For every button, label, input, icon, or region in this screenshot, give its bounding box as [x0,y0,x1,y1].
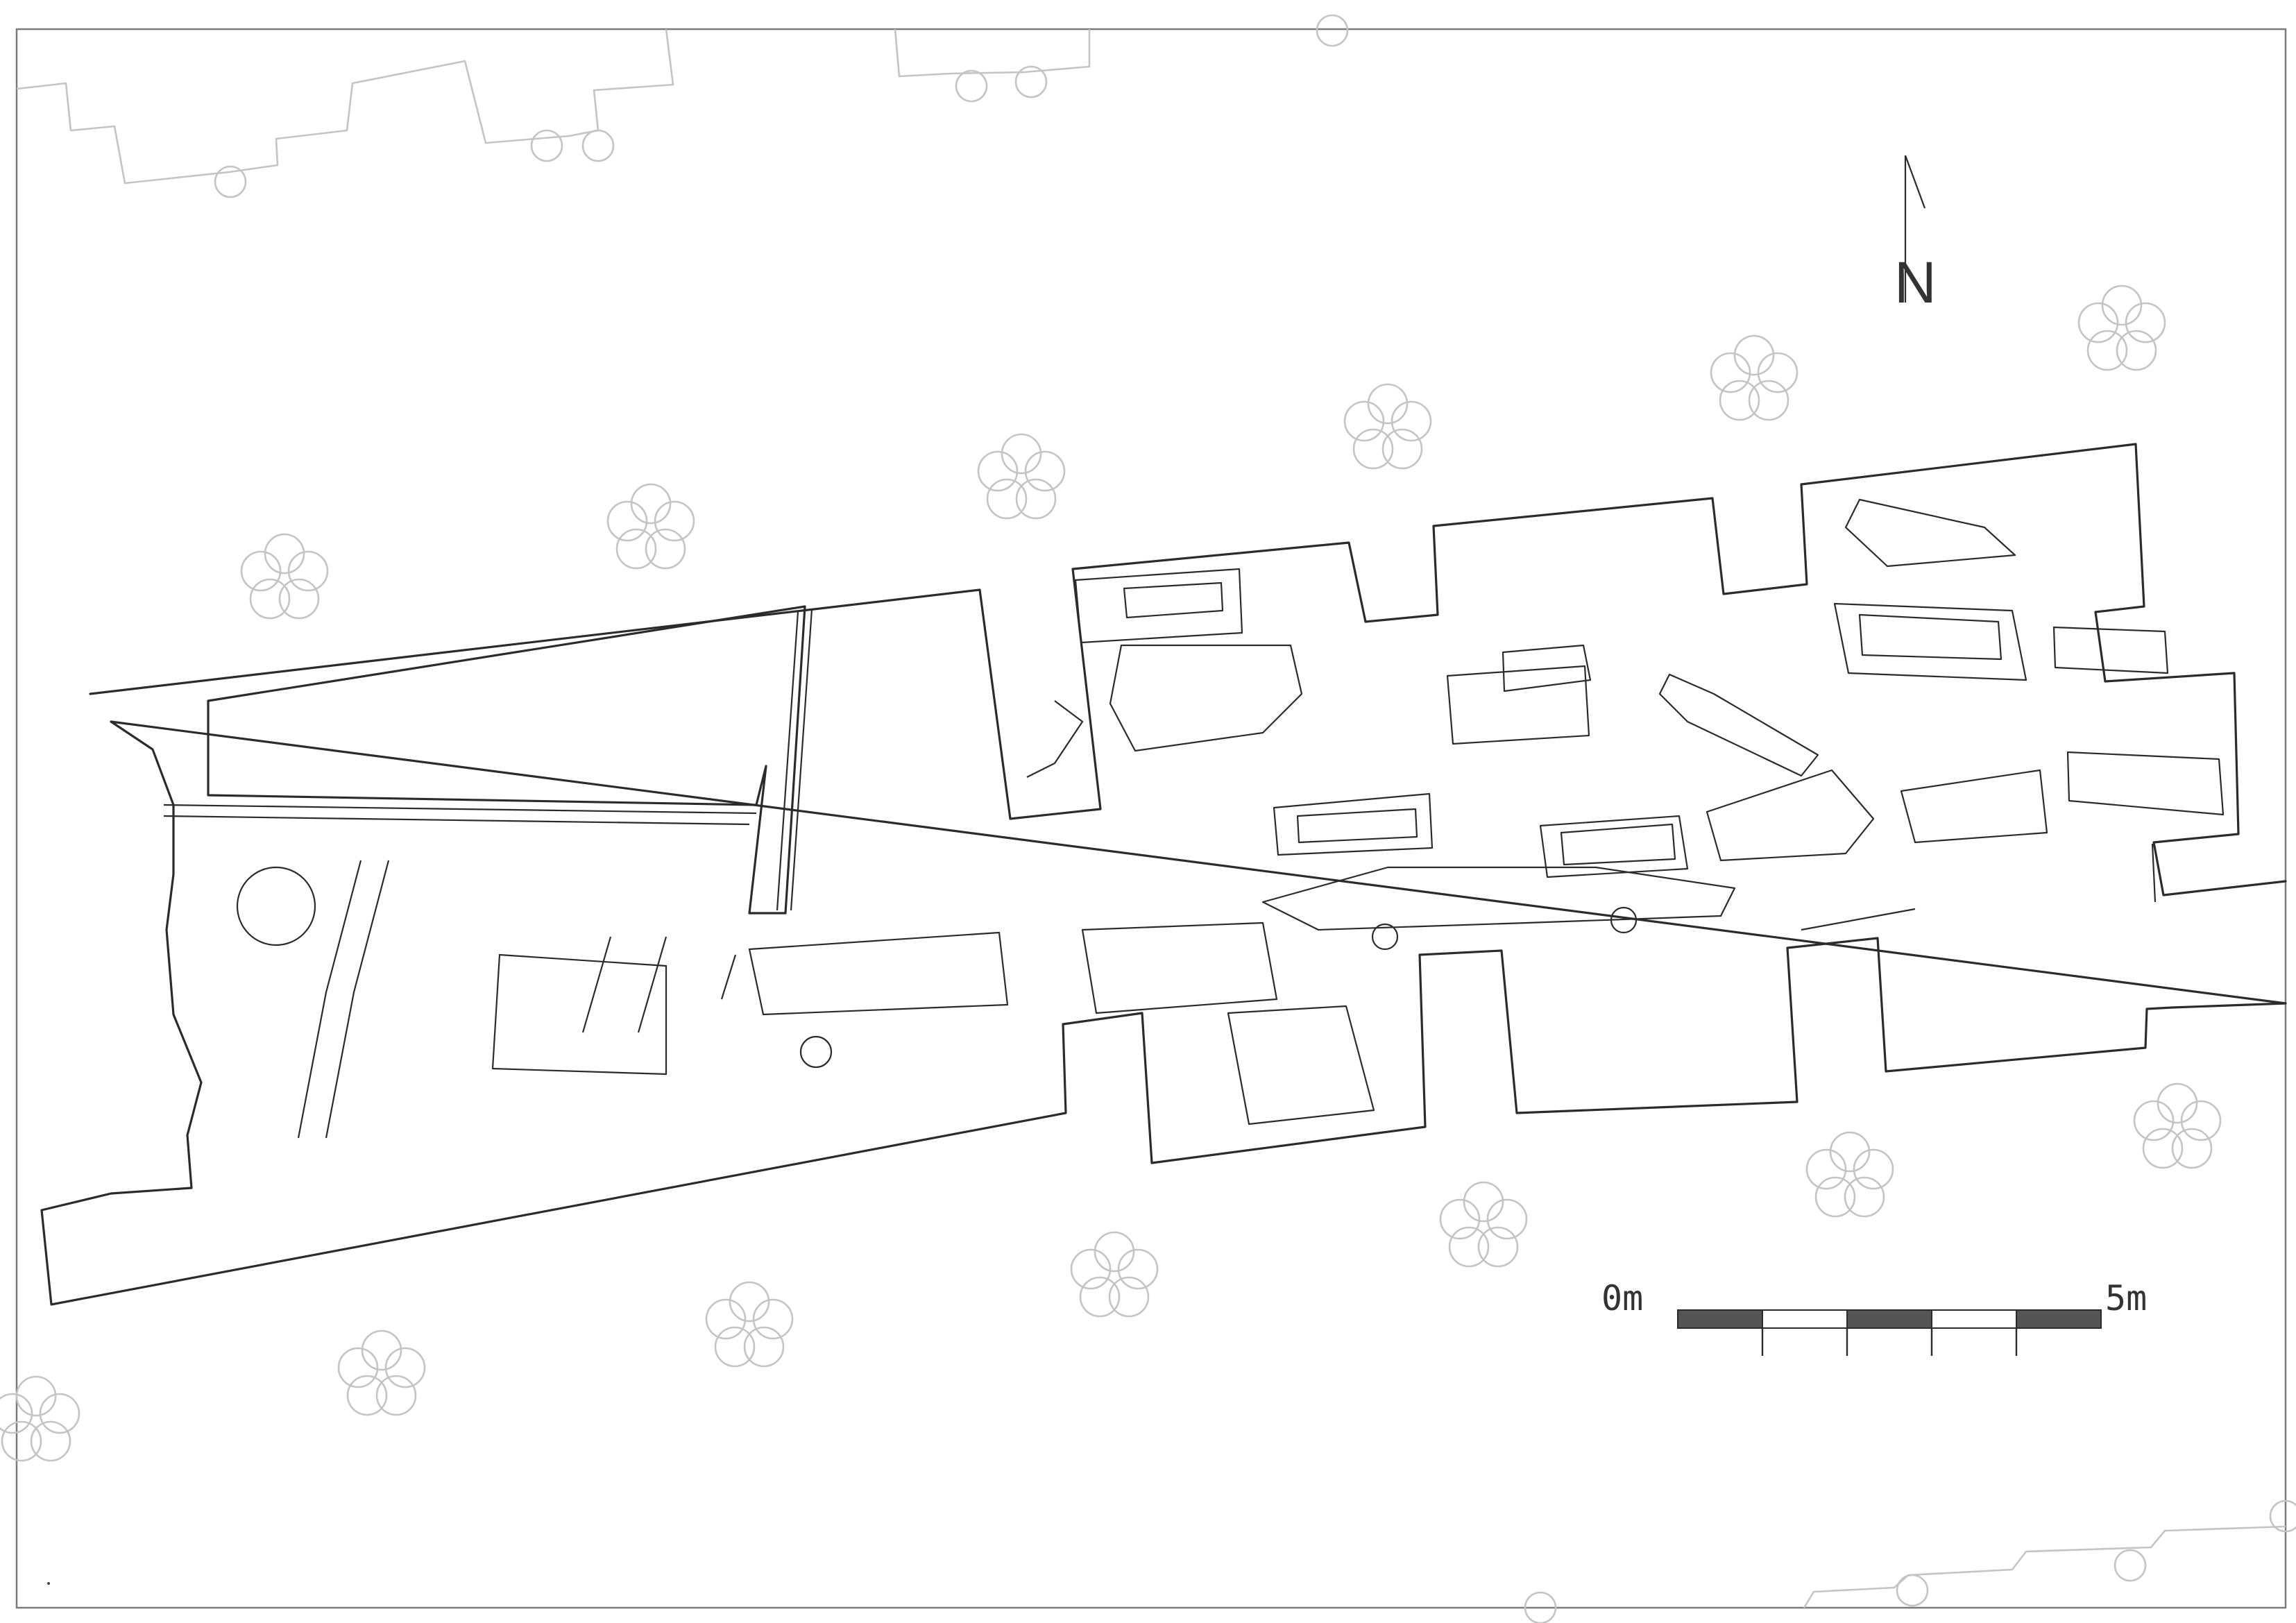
tree-symbol-icon [606,483,695,570]
scale-segment-3 [1846,1309,1932,1329]
scale-segment-2 [1762,1309,1848,1329]
building-bay [581,129,615,162]
east-section [1801,843,2157,931]
cist-4 [1446,644,1592,745]
north-label: N [1894,250,1937,315]
cist-9 [2066,751,2225,816]
tree-symbols [0,284,2222,1462]
building-bay [2114,1549,2147,1582]
building-bay [955,69,988,103]
north-arrow-icon: N [1894,155,1937,315]
section-lines [581,936,737,1033]
baulk [207,605,806,915]
cist-2 [1109,644,1303,752]
tree-symbol-icon [0,1375,80,1462]
grave-cluster-mid [1081,921,1375,1125]
rubble-zone [1261,866,1736,931]
tree-symbol-icon [337,1329,426,1416]
building-bay [1316,14,1349,47]
scale-bar: 0m 5m [1601,1278,2147,1356]
scale-segment-4 [1931,1309,2017,1329]
cist-1 [1074,568,1243,644]
tree-symbol-icon [977,433,1066,520]
building-outline-top-mid [894,28,1091,78]
building-bay [1014,65,1048,99]
building-bay [214,165,247,198]
tree-symbol-icon [1805,1131,1894,1218]
tree-symbol-icon [705,1281,794,1368]
tree-symbol-icon [1343,383,1432,470]
tree-symbol-icon [1710,334,1798,421]
wall-line [163,804,757,826]
cist-5 [1539,815,1689,878]
archaeological-features [236,498,2225,1139]
cist-3 [1273,792,1434,856]
building-bay [1896,1574,1929,1607]
cist-6 [1658,673,1819,777]
sheet-border [15,28,2287,1609]
tree-symbol-icon [1439,1181,1528,1268]
cist-10 [1844,498,2016,568]
context-buildings [16,14,2296,1623]
scale-start-label: 0m [1601,1278,1643,1318]
stone-wall [297,700,1084,1139]
grave-cluster-east [1706,769,2048,862]
cist-7 [1833,602,2027,681]
wall-course [776,609,813,911]
excavation-trench [40,443,2287,1306]
grave-cluster-west [491,931,1009,1076]
building-outline-top-left [16,28,674,185]
cist-8 [2052,626,2169,674]
stone [799,1035,833,1069]
tree-symbol-icon [2133,1082,2222,1169]
trench-boundary [40,443,2287,1306]
building-bay [2269,1499,2296,1533]
tree-symbol-icon [1070,1231,1159,1318]
scale-segment-1 [1677,1309,1763,1329]
marker-dot [47,1582,50,1585]
scale-end-label: 5m [2105,1278,2147,1318]
building-bay [1524,1591,1557,1623]
tree-symbol-icon [240,533,329,620]
tree-symbol-icon [2077,284,2166,371]
stone [1371,923,1399,951]
scale-segment-5 [2016,1309,2102,1329]
building-bay [530,129,563,162]
building-outline-bottom-right [1803,1525,2286,1608]
stone [236,866,316,946]
